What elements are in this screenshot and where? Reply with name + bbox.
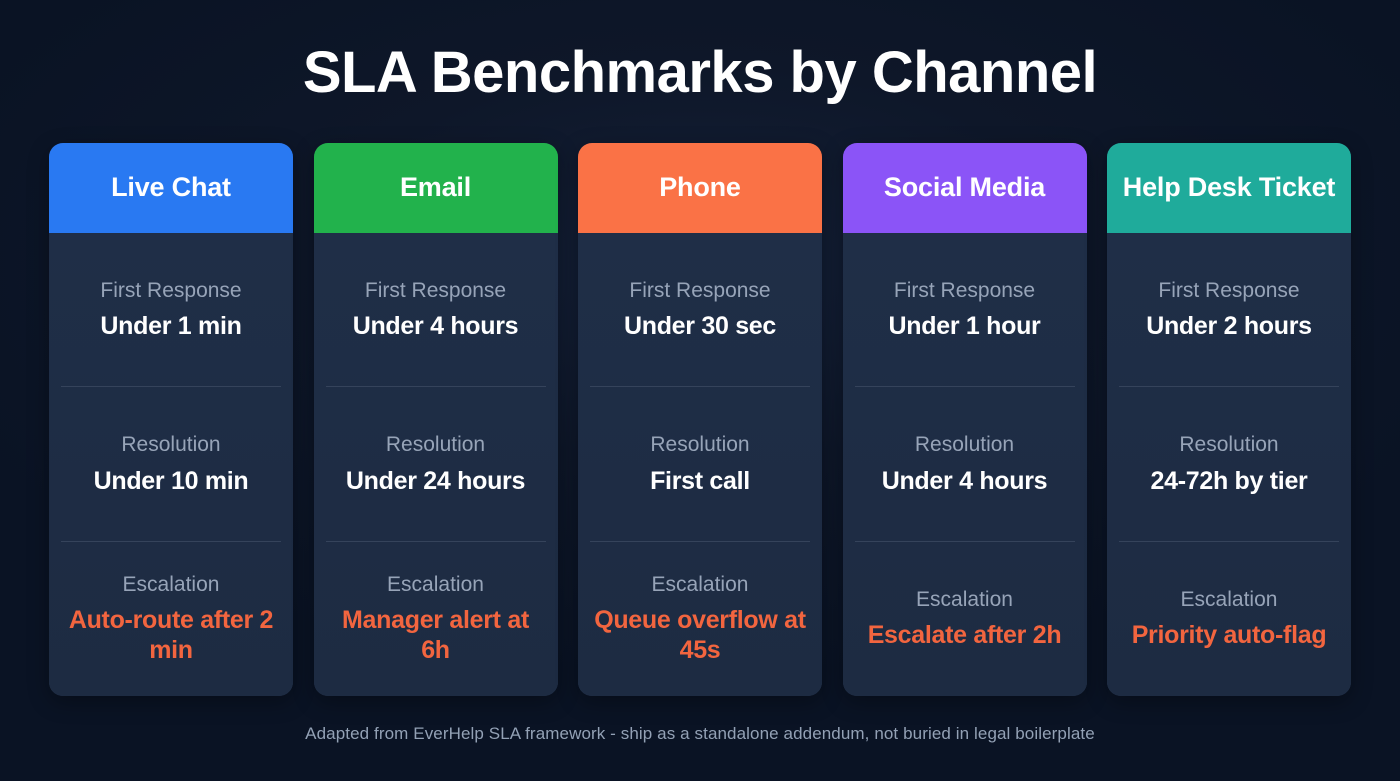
card-header-phone: Phone (578, 142, 822, 233)
metric-first-response: First Response Under 1 hour (855, 233, 1075, 387)
card-body-social-media: First Response Under 1 hour Resolution U… (842, 232, 1087, 696)
metric-label: Escalation (651, 572, 749, 596)
metric-escalation: Escalation Priority auto-flag (1119, 542, 1339, 696)
channel-card-email[interactable]: Email First Response Under 4 hours Resol… (313, 142, 558, 696)
card-body-live-chat: First Response Under 1 min Resolution Un… (49, 232, 293, 696)
metric-divider (325, 386, 546, 388)
metric-label: Resolution (121, 433, 221, 457)
metric-label: Escalation (387, 572, 484, 596)
metric-divider (590, 540, 810, 542)
metric-value: Escalate after 2h (867, 621, 1062, 650)
channel-card-help-desk-ticket[interactable]: Help Desk Ticket First Response Under 2 … (1107, 142, 1351, 696)
metric-value: Under 24 hours (345, 466, 526, 495)
metric-divider (590, 386, 810, 388)
metric-value: Under 1 hour (888, 311, 1041, 340)
metric-divider (61, 540, 281, 542)
metric-label: Resolution (385, 433, 486, 457)
channel-card-row: Live Chat First Response Under 1 min Res… (49, 142, 1351, 696)
channel-card-social-media[interactable]: Social Media First Response Under 1 hour… (842, 142, 1087, 696)
metric-value: Under 2 hours (1146, 311, 1312, 340)
metric-label: First Response (364, 278, 507, 302)
metric-escalation: Escalation Escalate after 2h (855, 542, 1075, 696)
metric-value: Auto-route after 2 min (68, 605, 274, 665)
footer-note: Adapted from EverHelp SLA framework - sh… (305, 723, 1095, 743)
metric-divider (1119, 386, 1339, 388)
metric-divider (61, 386, 281, 388)
metric-label: Resolution (1179, 433, 1279, 457)
card-body-help-desk-ticket: First Response Under 2 hours Resolution … (1107, 232, 1351, 696)
metric-resolution: Resolution 24-72h by tier (1119, 387, 1339, 541)
metric-resolution: Resolution Under 4 hours (855, 387, 1075, 541)
channel-card-live-chat[interactable]: Live Chat First Response Under 1 min Res… (49, 142, 293, 696)
metric-value: Under 4 hours (881, 466, 1048, 495)
card-body-email: First Response Under 4 hours Resolution … (313, 232, 558, 696)
metric-value: Under 10 min (93, 466, 249, 495)
metric-divider (325, 540, 546, 542)
metric-first-response: First Response Under 1 min (61, 233, 281, 387)
card-header-social-media: Social Media (842, 142, 1087, 233)
metric-value: Priority auto-flag (1131, 621, 1327, 650)
channel-name: Phone (659, 172, 741, 203)
metric-value: Under 4 hours (352, 311, 519, 340)
metric-label: Resolution (650, 433, 750, 457)
metric-resolution: Resolution First call (590, 387, 810, 541)
card-header-help-desk-ticket: Help Desk Ticket (1107, 142, 1351, 233)
channel-card-phone[interactable]: Phone First Response Under 30 sec Resolu… (578, 142, 822, 696)
metric-divider (1119, 540, 1339, 542)
channel-name: Social Media (883, 172, 1046, 203)
metric-divider (854, 540, 1075, 542)
metric-resolution: Resolution Under 10 min (61, 387, 281, 541)
metric-label: First Response (1158, 278, 1300, 302)
metric-value: First call (650, 466, 750, 495)
metric-escalation: Escalation Auto-route after 2 min (61, 542, 281, 696)
card-body-phone: First Response Under 30 sec Resolution F… (578, 232, 822, 696)
metric-first-response: First Response Under 30 sec (590, 233, 810, 387)
page-title: SLA Benchmarks by Channel (302, 40, 1098, 105)
metric-label: Escalation (1180, 587, 1278, 611)
metric-divider (854, 386, 1075, 388)
metric-value: Under 30 sec (623, 311, 777, 340)
metric-label: First Response (629, 278, 771, 302)
metric-label: Escalation (122, 572, 220, 596)
metric-label: First Response (100, 278, 242, 302)
card-header-email: Email (313, 142, 558, 233)
metric-label: Escalation (916, 587, 1013, 611)
metric-value: 24-72h by tier (1150, 466, 1308, 495)
metric-value: Under 1 min (100, 311, 242, 340)
metric-escalation: Escalation Manager alert at 6h (326, 542, 546, 696)
channel-name: Help Desk Ticket (1122, 172, 1336, 203)
metric-label: Resolution (914, 433, 1015, 457)
card-header-live-chat: Live Chat (49, 142, 293, 233)
channel-name: Email (399, 172, 472, 203)
metric-first-response: First Response Under 4 hours (326, 233, 546, 387)
metric-resolution: Resolution Under 24 hours (326, 387, 546, 541)
channel-name: Live Chat (111, 172, 231, 203)
metric-escalation: Escalation Queue overflow at 45s (590, 542, 810, 696)
metric-value: Manager alert at 6h (342, 605, 529, 665)
metric-label: First Response (893, 278, 1036, 302)
metric-first-response: First Response Under 2 hours (1119, 233, 1339, 387)
metric-value: Queue overflow at 45s (594, 605, 806, 665)
